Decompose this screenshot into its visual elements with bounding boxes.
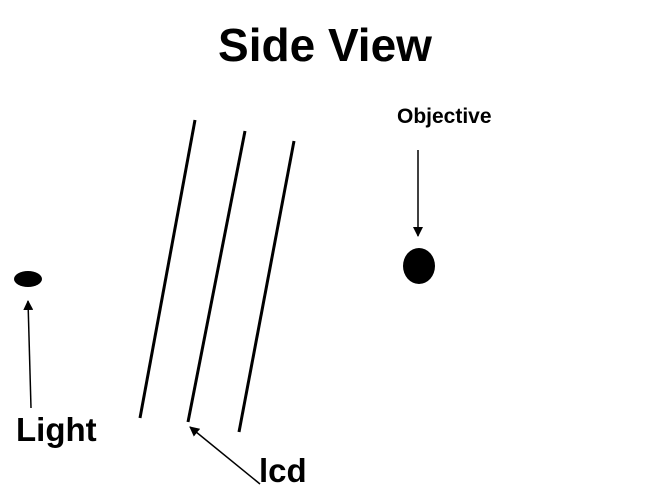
- objective-dot: [403, 248, 435, 284]
- lcd-label: lcd: [259, 452, 307, 488]
- objective-label: Objective: [397, 105, 492, 128]
- lcd-pointer-arrow: [189, 426, 261, 485]
- lcd-plates: [138, 119, 296, 433]
- lcd-plate-3: [237, 140, 296, 433]
- light-source: [14, 271, 42, 287]
- lcd-plate-1: [138, 119, 197, 419]
- lcd-plate-2: [186, 130, 247, 423]
- light-pointer-arrow: [23, 300, 34, 409]
- page-title: Side View: [218, 19, 432, 71]
- light-label: Light: [16, 411, 97, 448]
